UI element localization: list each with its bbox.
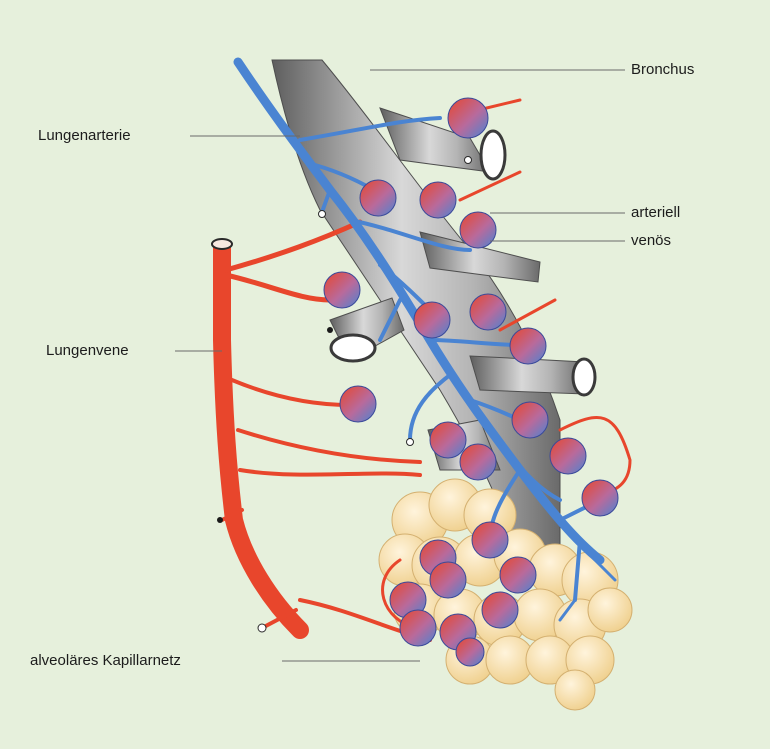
kapillarnetz-label: alveoläres Kapillarnetz: [30, 652, 181, 670]
lungenarterie-label: Lungenarterie: [38, 127, 131, 145]
arteriell-label: arteriell: [631, 204, 680, 222]
lungenvene-label: Lungenvene: [46, 342, 129, 360]
bronchus-label: Bronchus: [631, 61, 694, 79]
venoes-label: venös: [631, 232, 671, 250]
